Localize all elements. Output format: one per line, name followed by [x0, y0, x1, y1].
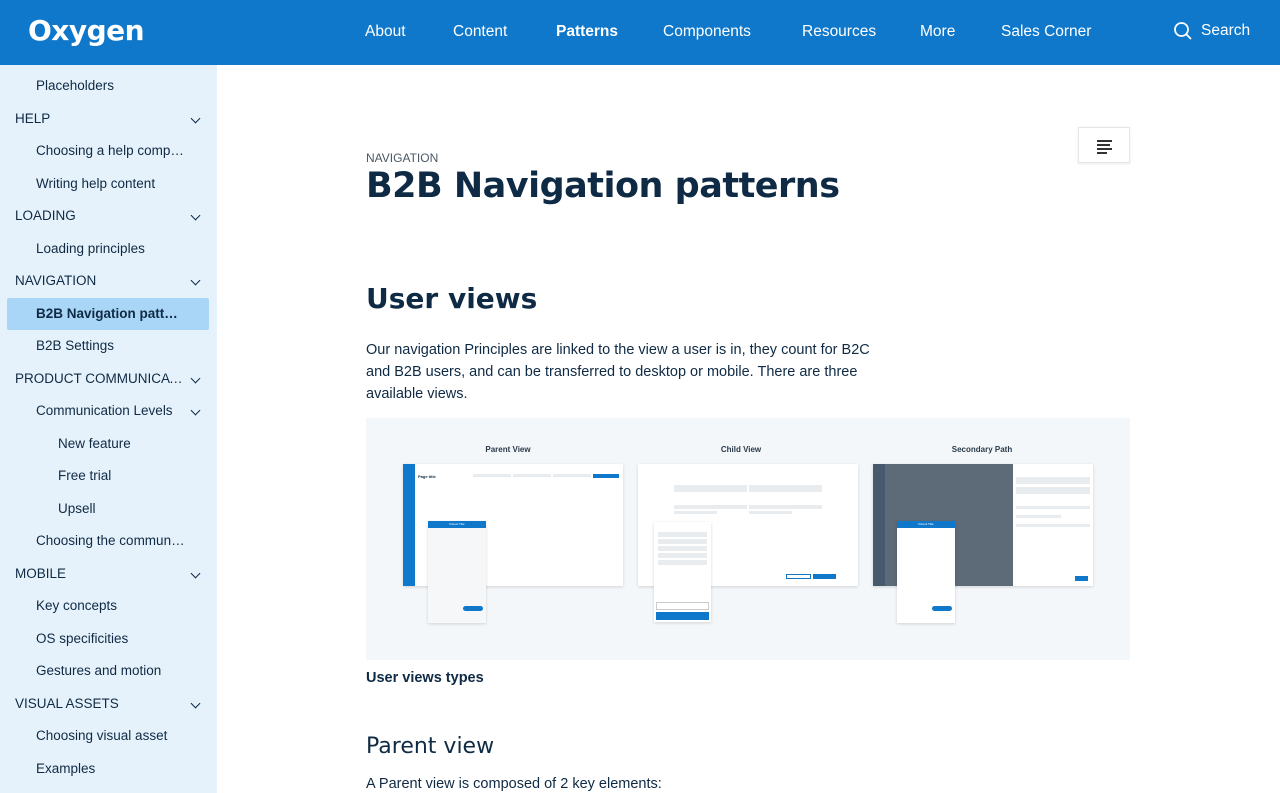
chevron-down-icon[interactable]: [190, 405, 201, 416]
sidebar-item-label: B2B Navigation patterns: [36, 305, 193, 321]
sidebar-item-label: Key concepts: [36, 598, 118, 613]
chevron-down-icon[interactable]: [190, 275, 201, 286]
view-label: Secondary Path: [951, 445, 1013, 454]
user-views-figure: Parent View Child View Secondary Path Pa…: [366, 418, 1130, 660]
nav-more[interactable]: More: [920, 23, 956, 40]
sidebar-item[interactable]: LOADING: [7, 200, 209, 232]
search-icon: [1174, 22, 1192, 40]
sidebar-item-label: Communication Levels: [36, 403, 173, 418]
sidebar-item[interactable]: OS specificities: [7, 623, 209, 655]
search-button[interactable]: Search: [1173, 21, 1250, 41]
search-label: Search: [1201, 22, 1251, 39]
sidebar-item-label: VISUAL ASSETS: [15, 695, 119, 711]
section-title: User views: [366, 282, 538, 315]
sidebar-item[interactable]: Free trial: [7, 460, 209, 492]
intro-paragraph: Our navigation Principles are linked to …: [366, 342, 870, 402]
sidebar-item[interactable]: New feature: [7, 428, 209, 460]
mock-mobile-title: Parent Title: [897, 521, 955, 528]
sidebar-item[interactable]: Writing help content: [7, 168, 209, 200]
nav-components[interactable]: Components: [663, 23, 751, 40]
sidebar-item-label: B2B Settings: [36, 338, 115, 353]
sidebar-item[interactable]: Communication Levels: [7, 395, 209, 427]
nav-content[interactable]: Content: [453, 23, 508, 40]
sidebar-item[interactable]: NAVIGATION: [7, 265, 209, 297]
sidebar-item[interactable]: Upsell: [7, 493, 209, 525]
sidebar-item-label: Choosing visual asset: [36, 728, 168, 743]
sidebar-item-label: New feature: [58, 435, 131, 451]
nav-sales-corner[interactable]: Sales Corner: [1001, 23, 1092, 40]
secondary-path-mobile: Parent Title: [897, 521, 955, 623]
sidebar-item-label: Placeholders: [36, 78, 115, 93]
table-of-contents-button[interactable]: [1078, 127, 1130, 163]
sidebar-item[interactable]: PRODUCT COMMUNICATION: [7, 363, 209, 395]
child-view-mobile: [654, 522, 711, 622]
view-label: Parent View: [485, 445, 531, 454]
sidebar-item-label: Free trial: [58, 468, 112, 483]
sidebar-item-label: NAVIGATION: [15, 273, 97, 288]
sidebar-item[interactable]: MOBILE: [7, 558, 209, 590]
sidebar-item-label: Upsell: [58, 500, 96, 516]
figure-caption: User views types: [366, 670, 484, 686]
sidebar-item[interactable]: B2B Navigation patterns: [7, 297, 209, 330]
sidebar-item[interactable]: Loading principles: [7, 233, 209, 265]
sidebar-item-label: MOBILE: [15, 565, 67, 581]
chevron-down-icon[interactable]: [190, 698, 201, 708]
sidebar-item-label: Choosing the communication: [36, 533, 209, 548]
sidebar-item-label: Gestures and motion: [36, 663, 162, 678]
chevron-down-icon[interactable]: [190, 113, 201, 123]
nav-resources[interactable]: Resources: [802, 23, 877, 40]
sidebar-item-label: Loading principles: [36, 240, 145, 256]
chevron-down-icon[interactable]: [190, 210, 201, 221]
page-title: B2B Navigation patterns: [366, 166, 840, 206]
sidebar-item-label: OS specificities: [36, 630, 129, 646]
subsection-title: Parent view: [366, 734, 495, 759]
sidebar-item-label: HELP: [15, 110, 51, 126]
nav-patterns[interactable]: Patterns: [556, 23, 619, 40]
view-label: Child View: [720, 445, 762, 454]
sidebar-item[interactable]: VISUAL ASSETS: [7, 688, 209, 720]
mock-mobile-title: Parent Title: [428, 521, 486, 528]
sidebar-item-label: Examples: [36, 760, 96, 776]
sidebar-item[interactable]: Choosing visual asset: [7, 720, 209, 752]
sidebar-item[interactable]: Choosing the communication: [7, 525, 209, 557]
nav-about[interactable]: About: [365, 23, 406, 40]
parent-view-mobile: Parent Title: [428, 521, 486, 623]
top-header: Oxygen About Content Patterns Components…: [0, 0, 1280, 65]
sidebar-item-label: PRODUCT COMMUNICATION: [15, 370, 202, 386]
mock-page-title: Page title: [418, 474, 436, 479]
sidebar-item[interactable]: Placeholders: [7, 70, 209, 102]
subsection-text: A Parent view is composed of 2 key eleme…: [366, 776, 662, 792]
sidebar-item-label: Choosing a help component: [36, 143, 205, 158]
sidebar-item[interactable]: Key concepts: [7, 590, 209, 622]
sidebar-item-label: LOADING: [15, 208, 76, 223]
sidebar-item-label: Writing help content: [36, 175, 156, 191]
sidebar-item[interactable]: HELP: [7, 103, 209, 135]
sidebar-item[interactable]: Gestures and motion: [7, 655, 209, 687]
oxygen-logo[interactable]: Oxygen: [28, 14, 145, 47]
sidebar-item[interactable]: Choosing a help component: [7, 135, 209, 167]
sidebar-item[interactable]: Examples: [7, 753, 209, 785]
chevron-down-icon[interactable]: [190, 568, 201, 578]
breadcrumb-category: NAVIGATION: [366, 151, 439, 165]
sidebar-item[interactable]: B2B Settings: [7, 330, 209, 362]
